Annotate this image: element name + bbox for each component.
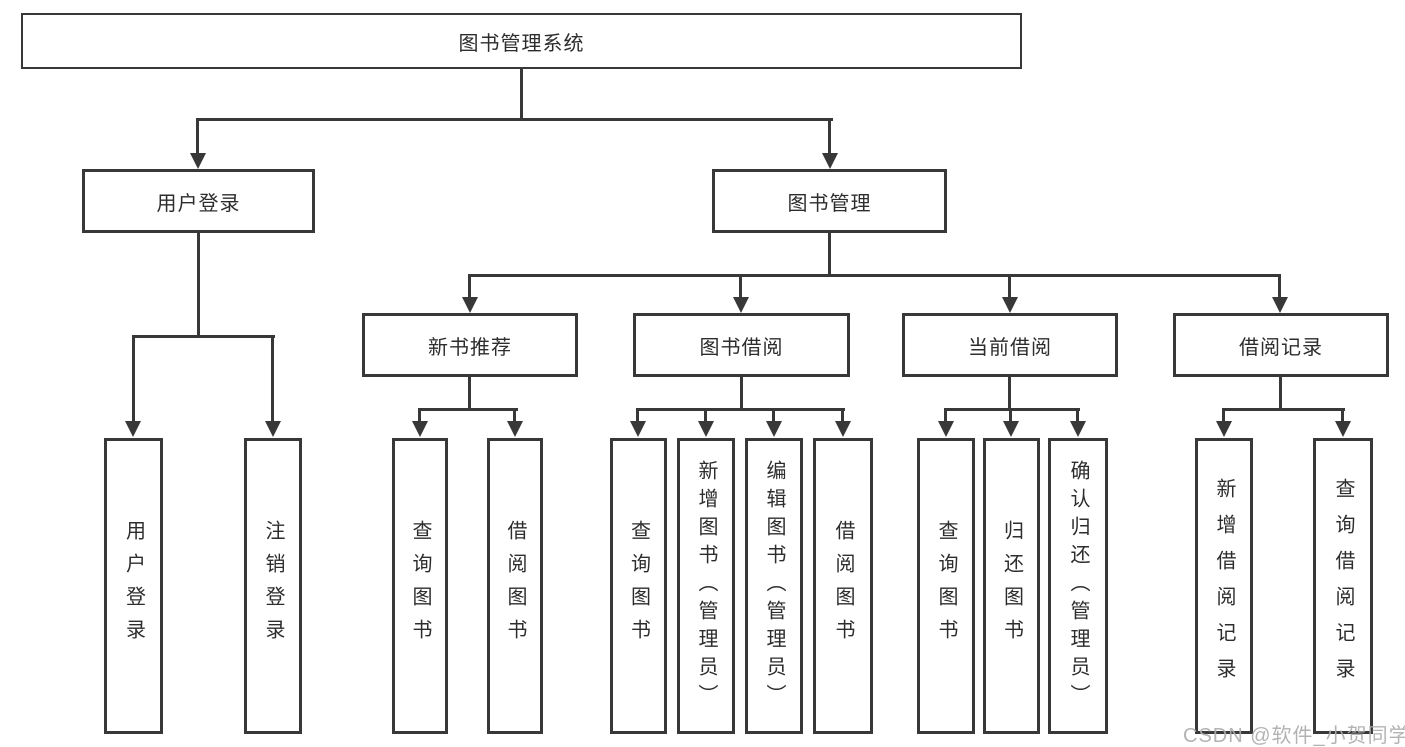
node-root-label: 图书管理系统 [458,32,585,55]
leaf-return-books: 归还图书 [983,438,1040,734]
leaf-query-borrow-record: 查询借阅记录 [1313,438,1373,734]
connector-line [944,411,947,421]
connector-line [1009,411,1012,421]
node-book-management: 图书管理 [712,169,947,233]
arrow-down-icon [507,421,523,437]
leaf-add-borrow-record-label: 新增借阅记录 [1213,478,1235,694]
leaf-borrow-books: 借阅图书 [813,438,873,734]
connector-line [196,118,833,121]
node-borrow-records-label: 借阅记录 [1239,336,1323,359]
leaf-query-books-borrow: 查询图书 [610,438,667,734]
leaf-edit-books-admin: 编辑图书（管理员） [745,438,803,734]
node-user-login: 用户登录 [82,169,315,233]
leaf-query-books-borrow-label: 查询图书 [627,520,650,652]
node-book-management-label: 图书管理 [787,192,872,215]
connector-line [197,233,200,335]
connector-line [468,377,471,408]
node-new-book-recommend: 新书推荐 [362,313,578,377]
arrow-down-icon [125,421,141,437]
connector-line [636,411,639,421]
leaf-confirm-return-admin-label: 确认归还（管理员） [1067,460,1089,712]
connector-line [132,335,275,338]
leaf-add-books-admin: 新增图书（管理员） [677,438,735,734]
connector-line [520,69,523,121]
leaf-query-books-recommend-label: 查询图书 [409,520,431,652]
leaf-add-books-admin-label: 新增图书（管理员） [695,460,717,712]
arrow-down-icon [1272,297,1288,313]
connector-line [740,377,743,408]
node-book-borrow: 图书借阅 [633,313,850,377]
csdn-watermark: CSDN @软件_小贺同学 [1183,725,1405,747]
connector-line [468,274,1281,277]
arrow-down-icon [462,297,478,313]
node-borrow-records: 借阅记录 [1173,313,1389,377]
leaf-query-books-current: 查询图书 [917,438,975,734]
leaf-borrow-books-recommend-label: 借阅图书 [504,520,526,652]
connector-line [828,233,831,274]
node-current-borrow-label: 当前借阅 [968,336,1052,359]
leaf-logout-label: 注销登录 [262,520,284,652]
connector-line [1278,277,1281,297]
connector-line [1008,277,1011,297]
connector-line [1008,377,1011,408]
leaf-logout: 注销登录 [244,438,302,734]
arrow-down-icon [412,421,428,437]
node-root: 图书管理系统 [21,13,1022,69]
connector-line [132,338,135,421]
arrow-down-icon [835,421,851,437]
leaf-confirm-return-admin: 确认归还（管理员） [1048,438,1108,734]
arrow-down-icon [630,421,646,437]
leaf-user-login: 用户登录 [104,438,163,734]
node-current-borrow: 当前借阅 [902,313,1118,377]
connector-line [704,411,707,421]
connector-line [418,411,421,421]
arrow-down-icon [822,153,838,169]
node-new-book-recommend-label: 新书推荐 [428,336,512,359]
arrow-down-icon [1335,421,1351,437]
leaf-query-books-current-label: 查询图书 [935,520,957,652]
leaf-query-books-recommend: 查询图书 [392,438,448,734]
connector-line [841,411,844,421]
connector-line [513,411,516,421]
arrow-down-icon [938,421,954,437]
connector-line [271,338,274,421]
leaf-borrow-books-recommend: 借阅图书 [487,438,543,734]
arrow-down-icon [1003,421,1019,437]
connector-line [1222,408,1345,411]
connector-line [1222,411,1225,421]
connector-line [1341,411,1344,421]
arrow-down-icon [698,421,714,437]
connector-line [772,411,775,421]
leaf-borrow-books-label: 借阅图书 [832,520,854,652]
connector-line [739,277,742,297]
connector-line [1279,377,1282,408]
node-user-login-label: 用户登录 [156,192,241,215]
arrow-down-icon [733,297,749,313]
leaf-return-books-label: 归还图书 [1000,520,1023,652]
connector-line [944,408,1080,411]
leaf-user-login-label: 用户登录 [122,520,145,652]
arrow-down-icon [190,153,206,169]
node-book-borrow-label: 图书借阅 [699,336,784,359]
leaf-edit-books-admin-label: 编辑图书（管理员） [763,460,785,712]
leaf-add-borrow-record: 新增借阅记录 [1195,438,1253,734]
arrow-down-icon [766,421,782,437]
connector-line [196,121,199,153]
connector-line [468,277,471,297]
leaf-query-borrow-record-label: 查询借阅记录 [1332,478,1354,694]
connector-line [636,408,845,411]
arrow-down-icon [1216,421,1232,437]
arrow-down-icon [265,421,281,437]
arrow-down-icon [1070,421,1086,437]
connector-line [418,408,518,411]
connector-line [828,121,831,153]
connector-line [1076,411,1079,421]
arrow-down-icon [1002,297,1018,313]
